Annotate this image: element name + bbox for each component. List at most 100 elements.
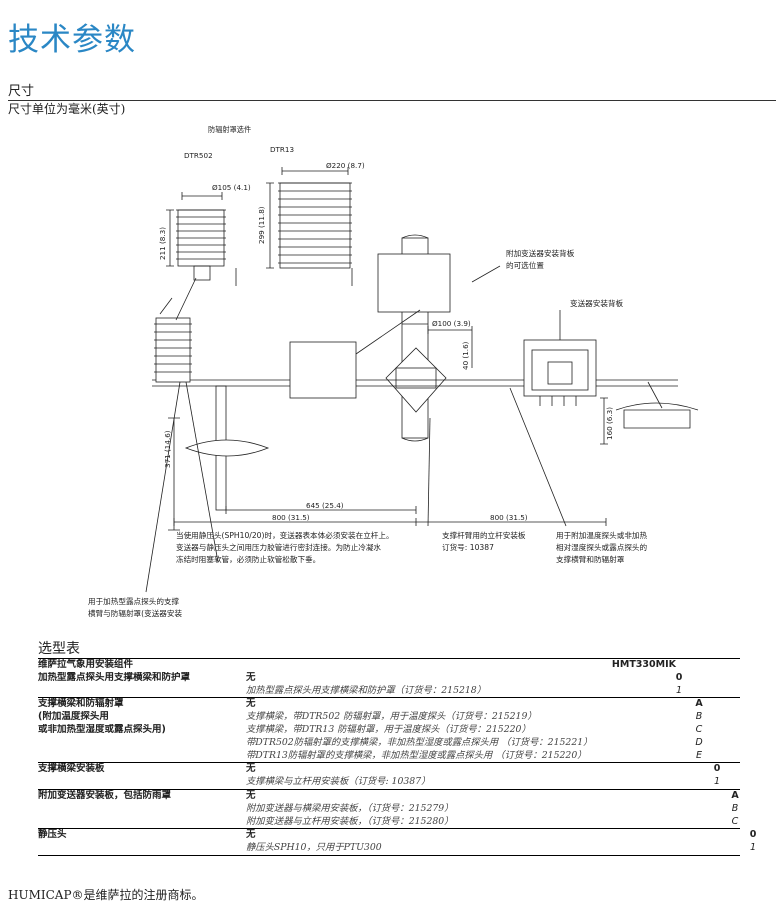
option-row: (附加温度探头用 支撑横梁，带DTR502 防辐射罩，用于温度探头（订货号：215… <box>38 711 740 724</box>
option-description: 支撑横梁与立杆用安装板（订货号: 10387） <box>246 776 431 788</box>
option-group-label: 支撑横梁和防辐射罩 <box>38 698 124 710</box>
option-code: B <box>695 711 703 723</box>
shield-option-label: 防辐射罩选件 <box>208 125 251 134</box>
dim-800-right: 800 (31.5) <box>490 513 528 522</box>
option-none: 无 <box>246 829 256 841</box>
option-group-label: 加热型露点探头用支撑横梁和防护罩 <box>38 671 191 683</box>
option-description: 支撑横梁，带DTR13 防辐射罩，用于温度探头（订货号：215220） <box>246 723 531 735</box>
note-heated-probe-1: 用于加热型露点探头的支撑 <box>88 596 180 606</box>
note-static-2: 变送器与静压头之间用压力胶管进行密封连接。为防止冷凝水 <box>176 542 381 552</box>
option-code: 0 <box>675 671 683 683</box>
option-description: 静压头SPH10，只用于PTU300 <box>246 842 382 854</box>
option-code: C <box>695 723 703 735</box>
option-group-label: 静压头 <box>38 829 67 841</box>
dtr502-shield <box>166 192 226 281</box>
option-code: 1 <box>675 684 683 696</box>
dim-371: 371 (14.6) <box>163 430 172 468</box>
note-support-arm-1: 用于附加温度探头或非加热 <box>556 530 648 540</box>
option-description: 附加变送器与立杆用安装板，（订货号：215280） <box>246 815 454 827</box>
note-static-1: 当使用静压头(SPH10/20)时，变送器表本体必须安装在立杆上。 <box>176 530 394 540</box>
option-description: 加热型露点探头用支撑横梁和防护罩（订货号：215218） <box>246 684 487 696</box>
option-row: 附加变送器安装板，包括防雨罩 无 <box>38 790 740 803</box>
option-none: 无 <box>246 671 256 683</box>
crossbar-plate <box>289 341 357 399</box>
option-row: 静压头SPH10，只用于PTU300 <box>38 842 740 855</box>
option-description: 带DTR502防辐射罩的支撑横梁，非加热型湿度或露点探头用 （订货号：21522… <box>246 736 593 748</box>
option-group: 静压头 无 0 静压头SPH10，只用于PTU300 1 <box>38 828 756 855</box>
option-row: 加热型露点探头用支撑横梁和防护罩（订货号：215218） <box>38 685 740 698</box>
option-code: 1 <box>749 842 757 854</box>
option-code: A <box>731 789 739 801</box>
option-group-label: 附加变送器安装板，包括防雨罩 <box>38 789 172 801</box>
note-support-arm-3: 支撑横臂和防辐射罩 <box>556 554 625 564</box>
option-description: 带DTR13防辐射罩的支撑横梁，非加热型湿度或露点探头用 （订货号：215220… <box>246 749 587 761</box>
option-row: 带DTR502防辐射罩的支撑横梁，非加热型湿度或露点探头用 （订货号：21522… <box>38 737 740 750</box>
option-group-label: 或非加热型湿度或露点探头用) <box>38 723 166 735</box>
units-note: 尺寸单位为毫米(英寸) <box>8 102 126 116</box>
option-description: 附加变送器与横梁用安装板，（订货号：215279） <box>246 802 454 814</box>
option-group: 附加变送器安装板，包括防雨罩 无 A 附加变送器与横梁用安装板，（订货号：215279… <box>38 788 740 829</box>
dim-645: 645 (25.4) <box>306 501 344 510</box>
dim-160: 160 (6.3) <box>605 407 614 440</box>
optional-plate <box>377 253 451 313</box>
dim-100: Ø100 (3.9) <box>432 319 471 328</box>
note-static-3: 冻结时阻塞软管，必须防止软管松散下垂。 <box>176 554 320 564</box>
dtr13-label: DTR13 <box>270 145 294 154</box>
option-none: 无 <box>246 789 256 801</box>
option-row: 附加变送器与横梁用安装板，（订货号：215279） <box>38 803 740 816</box>
option-row: 带DTR13防辐射罩的支撑横梁，非加热型湿度或露点探头用 （订货号：215220… <box>38 750 740 763</box>
option-row: 支撑横梁与立杆用安装板（订货号: 10387） <box>38 776 740 789</box>
dim-211: 211 (8.3) <box>158 227 167 260</box>
option-group: 加热型露点探头用支撑横梁和防护罩 无 0 加热型露点探头用支撑横梁和防护罩（订货号：2… <box>38 672 740 698</box>
option-code: C <box>731 815 739 827</box>
option-group-label: 支撑横梁安装板 <box>38 763 105 775</box>
dim-299: 299 (11.8) <box>257 206 266 244</box>
option-none: 无 <box>246 763 256 775</box>
option-code: B <box>731 802 739 814</box>
option-row: 或非加热型湿度或露点探头用) 支撑横梁，带DTR13 防辐射罩，用于温度探头（订货… <box>38 724 740 737</box>
note-alt-plate-1: 附加变送器安装背板 <box>506 248 575 258</box>
option-none: 无 <box>246 698 256 710</box>
note-pole-plate-2: 订货号: 10387 <box>442 542 494 552</box>
dtr502-label: DTR502 <box>184 151 213 160</box>
static-pressure-head <box>615 381 699 429</box>
note-heated-probe-2: 横臂与防辐射罩(变送器安装 <box>88 608 182 618</box>
note-back-plate: 变送器安装背板 <box>570 298 624 308</box>
option-code: 0 <box>749 829 757 841</box>
note-alt-plate-2: 的可选位置 <box>506 260 544 270</box>
dim-105: Ø105 (4.1) <box>212 183 251 192</box>
section-heading: 尺寸 <box>8 80 776 101</box>
option-row: 支撑横梁和防辐射罩 无 <box>38 698 740 711</box>
trademark-note: HUMICAP®是维萨拉的注册商标。 <box>8 888 204 902</box>
dim-40: 40 (1.6) <box>461 341 470 370</box>
mast-pole <box>401 234 429 442</box>
option-code: D <box>695 736 703 748</box>
option-code: 0 <box>713 763 721 775</box>
note-support-arm-2: 相对湿度探头或露点探头的 <box>556 542 648 552</box>
option-code: A <box>695 698 703 710</box>
dim-800-left: 800 (31.5) <box>272 513 310 522</box>
dtr13-shield <box>235 167 353 286</box>
option-group-label: (附加温度探头用 <box>38 711 109 723</box>
table-header-label: 维萨拉气象用安装组件 <box>38 659 134 670</box>
dim-220: Ø220 (8.7) <box>326 161 365 170</box>
option-group: 支撑横梁安装板 无 0 支撑横梁与立杆用安装板（订货号: 10387） 1 <box>38 762 740 789</box>
hanging-probe <box>184 385 270 511</box>
dimension-drawing: 防辐射罩选件 DTR502 DTR13 Ø105 (4.1) Ø220 (8.7… <box>88 125 699 618</box>
option-code: 1 <box>713 776 721 788</box>
transmitter <box>523 339 597 406</box>
table-header-model: HMT330MIK <box>611 659 676 670</box>
option-row: 静压头 无 <box>38 829 740 842</box>
table-header-row: 维萨拉气象用安装组件 HMT330MIK <box>38 659 740 672</box>
note-pole-plate-1: 支撑杆臂用的立杆安装板 <box>442 530 526 540</box>
option-row: 附加变送器与立杆用安装板，（订货号：215280） <box>38 816 740 829</box>
option-row: 加热型露点探头用支撑横梁和防护罩 无 <box>38 672 740 685</box>
option-code: E <box>695 749 702 761</box>
option-row: 支撑横梁安装板 无 <box>38 763 740 776</box>
heated-probe-shield <box>154 277 197 383</box>
option-group: 支撑横梁和防辐射罩 无 A (附加温度探头用 支撑横梁，带DTR502 防辐射罩，用于温… <box>38 697 740 762</box>
table-title: 选型表 <box>38 641 80 657</box>
page-title: 技术参数 <box>8 22 136 58</box>
option-description: 支撑横梁，带DTR502 防辐射罩，用于温度探头（订货号：215219） <box>246 711 537 723</box>
